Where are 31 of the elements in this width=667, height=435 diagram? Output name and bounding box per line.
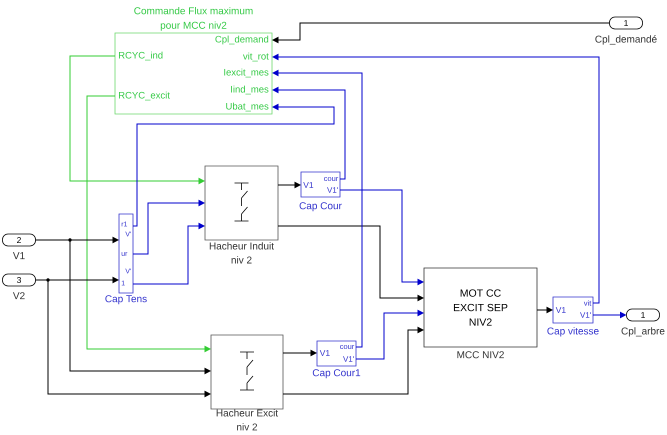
block-label: Cap vitesse [547, 327, 599, 336]
port-label: V1 [303, 182, 314, 188]
signal-line [132, 104, 334, 226]
block-label: Cap Tens [105, 295, 147, 304]
port-label: Iexcit_mes [224, 68, 268, 78]
port-name: V1 [12, 252, 25, 260]
port-label: Ubat_mes [226, 102, 268, 112]
block-label: Hacheur Induit niv 2 [210, 242, 274, 264]
port-name: Cpl_arbre [622, 327, 664, 336]
port-label: V1' [580, 312, 591, 318]
port-block: 1 [609, 16, 643, 30]
block-label: Cap Cour1 [312, 369, 360, 378]
port-name: Cpl_demandé [595, 35, 657, 45]
port-block: 1 [626, 308, 660, 322]
subsystem-block: MOT CC EXCIT SEP NIV2 [424, 268, 538, 348]
block-label: Hacheur Excit niv 2 [216, 409, 278, 430]
block-label: Cap Cour [300, 202, 342, 212]
port-label: RCYC_excit [119, 92, 170, 100]
port-label: Cpl_demand [215, 36, 268, 44]
port-label: V1 [320, 350, 330, 356]
port-label: V1' [327, 187, 338, 193]
block-title: Commande Flux maximum pour MCC niv2 [134, 6, 253, 31]
port-label: vit_rot [242, 52, 269, 62]
port-block: 2 [2, 234, 36, 246]
port-label: V1 [556, 307, 566, 313]
port-name: V2 [12, 292, 25, 300]
block-label: MCC NIV2 [457, 351, 504, 358]
port-label: V1' [343, 356, 354, 362]
port-label: Iind_mes [231, 86, 268, 94]
port-block: 3 [2, 274, 36, 286]
port-label: RCYC_ind [119, 52, 162, 60]
